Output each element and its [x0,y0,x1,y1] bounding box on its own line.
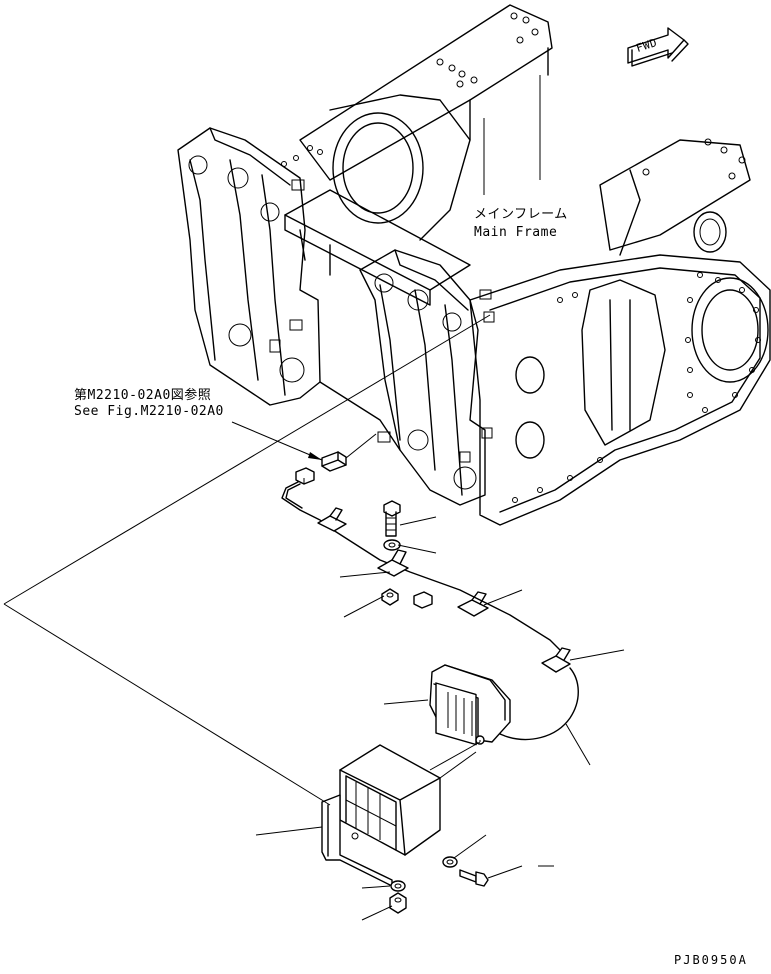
bolt [383,500,401,537]
fwd-arrow-icon [627,27,689,67]
main-frame [177,4,771,526]
main-frame-label-en: Main Frame [474,225,558,240]
nut-upper [381,588,399,606]
washer-lower [390,880,406,892]
lamp-guard [339,740,481,856]
wiring-harness [281,433,579,741]
washer-upper [383,539,401,551]
washer-lower-right [442,856,458,868]
reference-label-en: See Fig.M2210-02A0 [74,404,224,419]
reference-label-jp: 第M2210-02A0図参照 [74,388,212,403]
bolt-lower [459,869,489,887]
drawing-code: PJB0950A [674,953,748,967]
work-lamp [429,664,511,746]
main-frame-label-jp: メインフレーム [474,207,568,222]
nut-lower [389,892,407,914]
leader-lines [3,314,625,921]
